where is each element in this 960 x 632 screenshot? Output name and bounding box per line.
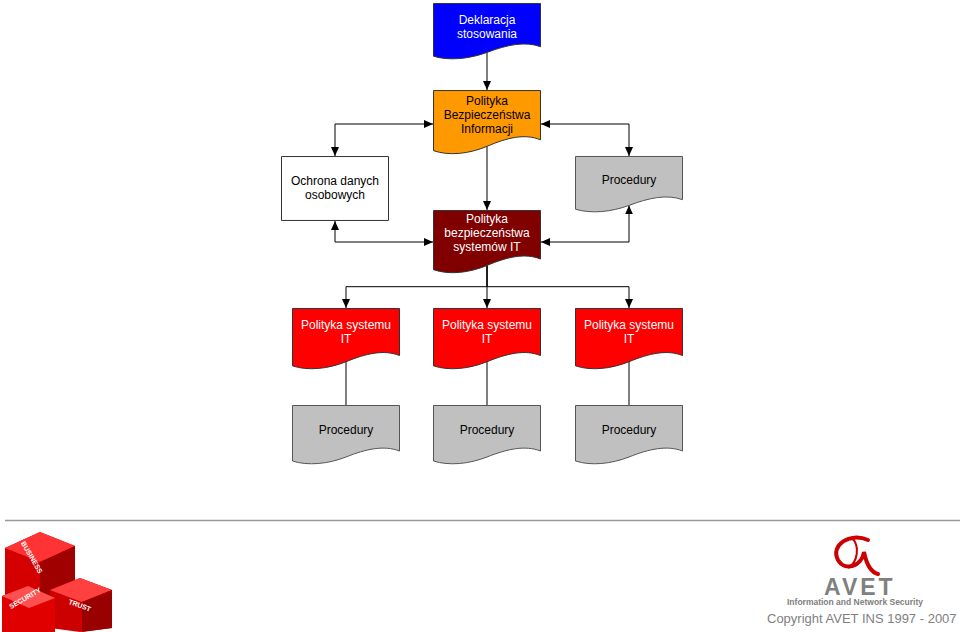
document-box: Procedury xyxy=(433,405,541,465)
document-box: Procedury xyxy=(292,405,400,465)
node-text: Polityka bezpieczeństwa systemów IT xyxy=(433,212,541,254)
connector xyxy=(335,124,433,156)
connector xyxy=(346,362,347,405)
connector xyxy=(487,266,629,309)
document-box: Polityka systemu IT xyxy=(575,308,683,370)
cubes-illustration xyxy=(2,532,112,632)
connector xyxy=(629,362,630,405)
node-text: Deklaracja stosowania xyxy=(433,13,541,41)
connector xyxy=(541,124,629,156)
separator-line xyxy=(5,520,960,522)
logo-tagline: Information and Network Security xyxy=(787,597,923,607)
node-text: Polityka systemu IT xyxy=(292,318,400,346)
document-box: Procedury xyxy=(575,156,683,213)
avet-logo-symbol xyxy=(836,538,878,574)
connector xyxy=(487,146,488,210)
document-box: Deklaracja stosowania xyxy=(433,3,541,60)
document-box: Procedury xyxy=(575,405,683,465)
node-text: Procedury xyxy=(433,423,541,437)
node-text: Polityka systemu IT xyxy=(575,318,683,346)
document-box: Polityka bezpieczeństwa systemów IT xyxy=(433,210,541,274)
connector xyxy=(335,221,433,242)
node-text: Procedury xyxy=(292,423,400,437)
node-text: Procedury xyxy=(575,423,683,437)
document-box: Polityka systemu IT xyxy=(292,308,400,370)
process-box: Ochrona danych osobowych xyxy=(281,156,389,221)
document-box: Polityka Bezpieczeństwa Informacji xyxy=(433,90,541,155)
node-text: Polityka Bezpieczeństwa Informacji xyxy=(433,94,541,136)
copyright-note: Copyright AVET INS 1997 - 2007 xyxy=(767,611,957,626)
node-text: Polityka systemu IT xyxy=(433,318,541,346)
logo-name: AVET xyxy=(824,574,896,601)
connector xyxy=(487,362,488,405)
node-text: Procedury xyxy=(575,173,683,187)
connector xyxy=(487,52,488,90)
node-text: Ochrona danych osobowych xyxy=(281,174,389,202)
document-box: Polityka systemu IT xyxy=(433,308,541,370)
